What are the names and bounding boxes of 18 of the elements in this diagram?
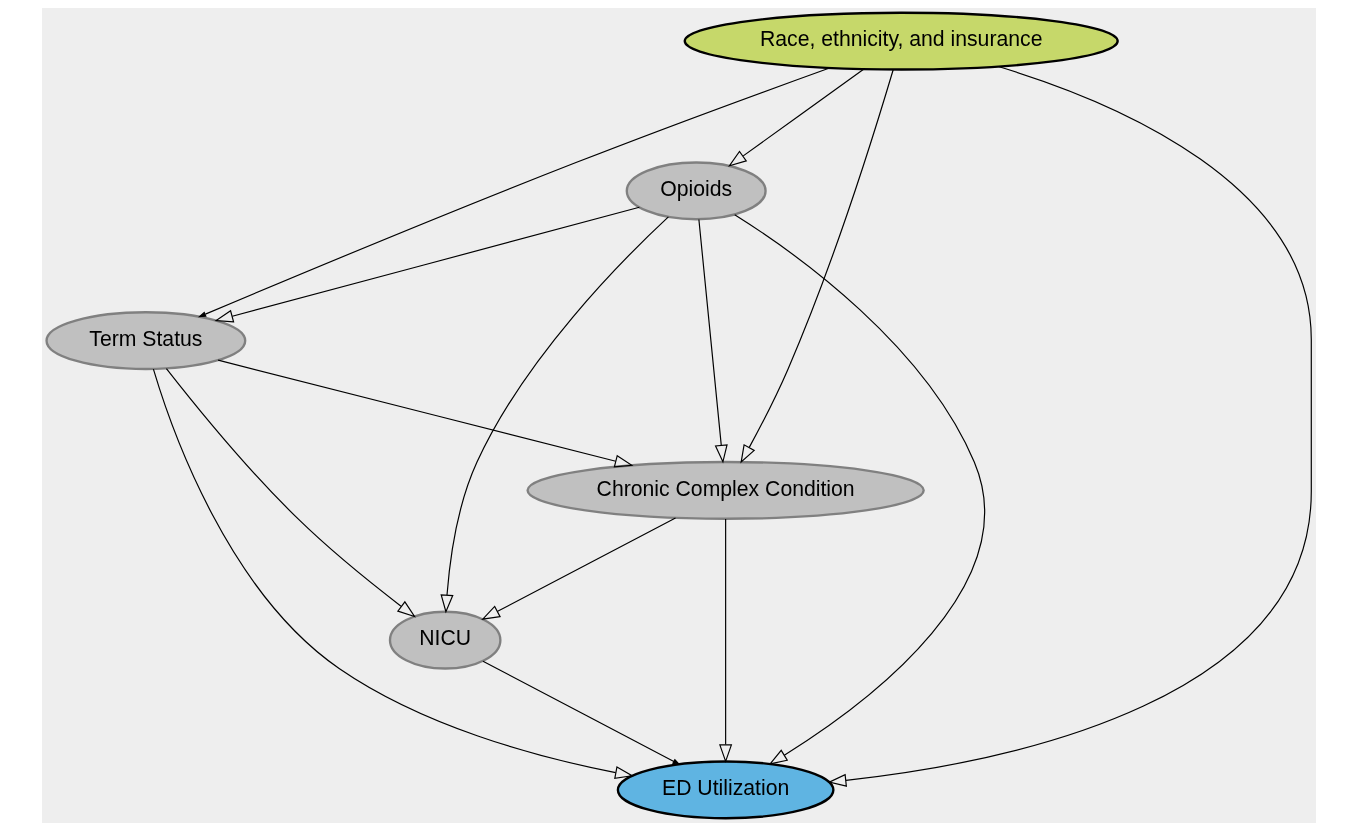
node-ellipse: Chronic Complex Condition bbox=[526, 460, 925, 520]
arrow bbox=[481, 517, 677, 621]
node-ellipse: Opioids bbox=[625, 161, 767, 221]
arrow bbox=[197, 67, 831, 318]
arrow bbox=[217, 359, 634, 468]
arrow bbox=[734, 214, 985, 765]
arrow bbox=[827, 65, 1312, 787]
arrow bbox=[719, 518, 733, 764]
node-ellipse: Race, ethnicity, and insurance bbox=[683, 11, 1119, 71]
arrow bbox=[740, 68, 894, 464]
node-ellipse: NICU bbox=[388, 610, 502, 670]
arrow bbox=[728, 68, 865, 167]
arrow bbox=[482, 660, 681, 766]
arrow bbox=[152, 368, 634, 780]
arrow bbox=[440, 216, 669, 614]
arrow bbox=[214, 206, 640, 323]
arrow bbox=[698, 218, 728, 464]
arrow bbox=[165, 368, 416, 618]
